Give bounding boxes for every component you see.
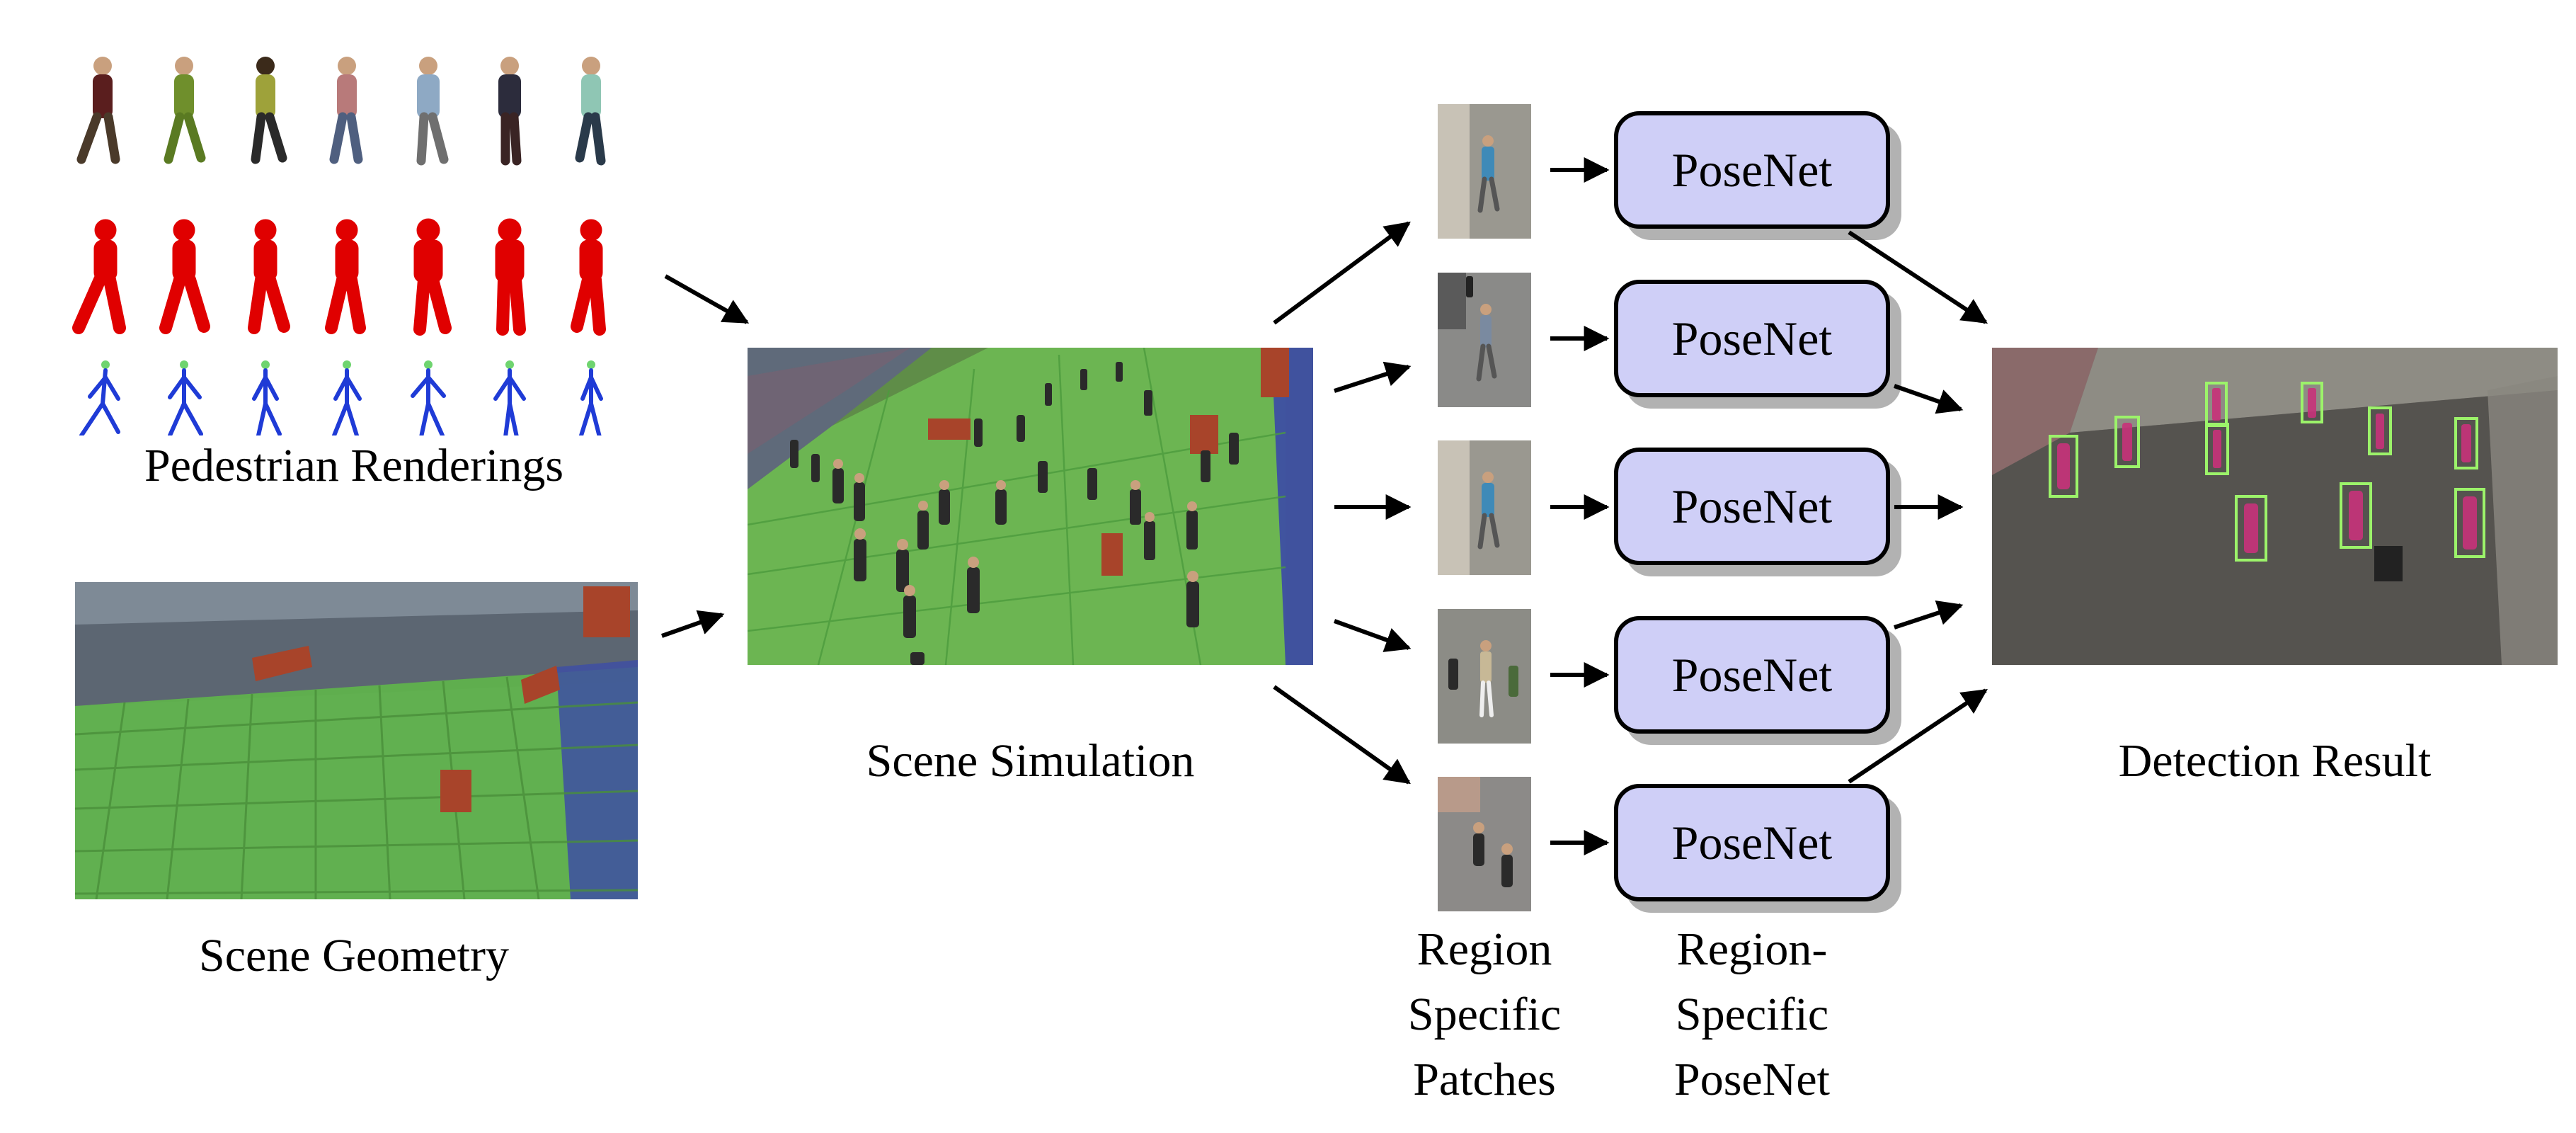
region-specific-patches-label: Region Specific Patches: [1357, 917, 1612, 1112]
simulated-pedestrians: [790, 362, 1239, 665]
pedestrian-renderings-panel: [72, 57, 606, 435]
posenet-box-5: PoseNet: [1614, 784, 1890, 901]
patches-label-line-1: Region: [1416, 923, 1552, 975]
arrow-renderings-to-simulation: [664, 274, 750, 324]
rendered-figures-row: [76, 57, 606, 166]
posenet-label-line-2: Specific: [1675, 989, 1829, 1040]
region-patch-1: [1438, 104, 1531, 239]
posenet-box-1: PoseNet: [1614, 111, 1890, 229]
region-patch-3: [1438, 440, 1531, 575]
detection-result-image: [1992, 348, 2558, 665]
arrow-simulation-to-patch-1: [1273, 221, 1411, 325]
posenet-box-3: PoseNet: [1614, 448, 1890, 565]
patches-label-line-2: Specific: [1407, 989, 1562, 1040]
scene-geometry-image: [75, 582, 638, 899]
posenet-box-2: PoseNet: [1614, 280, 1890, 397]
detection-boxes: [2049, 382, 2485, 562]
scene-simulation-image: [748, 348, 1313, 665]
arrow-posenet-2-to-result: [1894, 384, 1964, 414]
silhouettes-row: [72, 218, 606, 336]
arrow-simulation-to-patch-2: [1334, 361, 1412, 393]
posenet-label-line-1: Region-: [1676, 923, 1828, 975]
arrow-geometry-to-simulation: [661, 610, 725, 638]
region-patch-4: [1438, 609, 1531, 744]
skeletons-row: [79, 360, 603, 435]
arrow-simulation-to-patch-4: [1333, 619, 1412, 652]
posenet-box-4: PoseNet: [1614, 616, 1890, 734]
posenet-label-line-3: PoseNet: [1674, 1054, 1830, 1105]
region-patch-2: [1438, 273, 1531, 407]
arrow-posenet-4-to-result: [1894, 600, 1964, 630]
scene-geometry-label: Scene Geometry: [199, 930, 509, 981]
obstacles: [252, 586, 630, 812]
region-patch-5: [1438, 777, 1531, 911]
detection-result-label: Detection Result: [2118, 735, 2432, 787]
patches-label-line-3: Patches: [1413, 1054, 1556, 1105]
scene-simulation-label: Scene Simulation: [866, 735, 1195, 787]
pedestrian-renderings-label: Pedestrian Renderings: [144, 440, 564, 491]
region-specific-posenet-label: Region- Specific PoseNet: [1625, 917, 1879, 1112]
